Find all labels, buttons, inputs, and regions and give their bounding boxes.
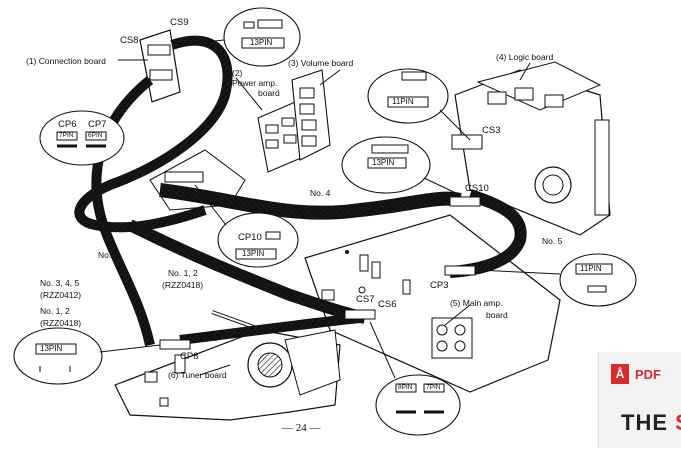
label-no12-a: No. 1, 2 [168, 268, 198, 278]
page-number: — 24 — [282, 422, 321, 434]
label-volume-board: (3) Volume board [288, 58, 354, 68]
flat-cables [74, 35, 527, 350]
tuner-board [114, 310, 341, 421]
label-main-amp-2: board [486, 310, 508, 320]
label-no3: No. 3 [98, 250, 119, 260]
label-connection-board: (1) Connection board [26, 56, 106, 66]
pin-cs7: 8PIN [398, 384, 413, 391]
pin-cs6: 7PIN [426, 384, 441, 391]
callout-cs7-cs6 [369, 321, 461, 436]
pin-cp9: 13PIN [40, 344, 63, 353]
callout-cs10 [341, 136, 461, 196]
label-rzz0412: (RZZ0412) [40, 290, 82, 300]
label-cp9: CP9 [200, 333, 219, 344]
pdf-icon: Å [611, 364, 629, 384]
label-cs8: CS8 [120, 35, 139, 46]
rca-jacks [431, 317, 473, 359]
label-no12-b: No. 1, 2 [40, 306, 70, 316]
callout-cp3 [477, 253, 637, 307]
label-no5: No. 5 [542, 236, 563, 246]
label-power-amp-2: Power amp. [232, 78, 278, 88]
callout-cp6-cp7 [39, 77, 151, 166]
callout-cp10 [194, 184, 299, 268]
callout-cs3 [367, 68, 471, 141]
label-cs9: CS9 [170, 17, 189, 28]
pin-cp6: 7PIN [59, 132, 74, 139]
label-no345: No. 3, 4, 5 [40, 278, 80, 288]
pin-cp10: 13PIN [242, 249, 265, 258]
pdf-title-tail: S [675, 410, 681, 435]
label-cs7: CS7 [356, 294, 375, 305]
label-power-amp-3: board [258, 88, 280, 98]
callout-cs9 [177, 7, 301, 67]
pdf-label: PDF [635, 367, 661, 382]
label-cs6: CS6 [378, 299, 397, 310]
label-main-amp-1: (5) Main amp. [450, 298, 503, 308]
callout-cp9 [13, 327, 161, 385]
pin-cs10: 13PIN [372, 158, 395, 167]
label-cp8: CP8 [180, 351, 199, 362]
label-cp6: CP6 [58, 119, 77, 130]
label-cp7: CP7 [88, 119, 107, 130]
label-tuner-board: (6) Tuner board [168, 370, 227, 380]
label-rzz0418-b: (RZZ0418) [40, 318, 82, 328]
label-logic-board: (4) Logic board [496, 52, 554, 62]
label-cp10: CP10 [238, 232, 262, 243]
label-power-amp-1: (2) [232, 68, 243, 78]
label-cp3: CP3 [430, 280, 449, 291]
pin-cs9: 13PIN [250, 38, 273, 47]
pin-cp3: 11PIN [580, 264, 602, 273]
pin-cs3: 11PIN [392, 97, 414, 106]
pdf-title: THE S [621, 410, 681, 436]
logic-board [451, 61, 611, 236]
pin-cp7: 6PIN [88, 132, 103, 139]
pdf-badge[interactable]: Å PDF THE S [598, 352, 681, 448]
label-cs10: CS10 [465, 183, 489, 194]
label-rzz0418-a: (RZZ0418) [162, 280, 204, 290]
label-no4: No. 4 [310, 188, 331, 198]
pdf-title-main: THE [621, 410, 668, 435]
label-cs3: CS3 [482, 125, 501, 136]
volume-board [291, 69, 331, 161]
